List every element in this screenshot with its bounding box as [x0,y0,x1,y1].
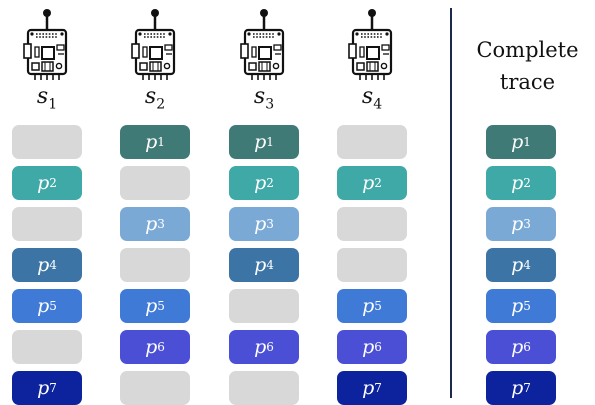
empty-cell [120,166,190,200]
complete-trace-title-line1: Complete [476,38,579,62]
sensor-board-icon [21,4,73,84]
sensor-label: s3 [253,84,275,113]
empty-cell [337,207,407,241]
empty-cell [12,125,82,159]
sensor-board-icon [346,4,398,84]
empty-cell [337,125,407,159]
sensor-board-icon [129,4,181,84]
sensor-board-icon [238,4,290,84]
sensor-label: s2 [144,84,166,113]
empty-cell [120,371,190,405]
sensor-label: s4 [361,84,383,113]
column-divider [450,8,452,398]
empty-cell [12,207,82,241]
empty-cell [120,248,190,282]
complete-trace-title-line2: trace [499,70,556,94]
empty-cell [229,371,299,405]
empty-cell [337,248,407,282]
empty-cell [12,330,82,364]
sensor-label: s1 [36,84,58,113]
empty-cell [229,289,299,323]
complete-trace-title: Complete trace [460,34,595,98]
